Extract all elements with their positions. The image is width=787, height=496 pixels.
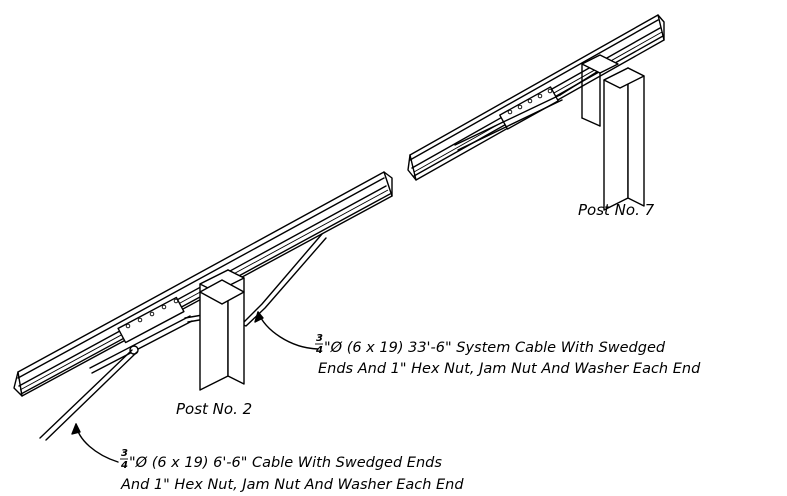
post-7	[581, 54, 645, 211]
system-cable-fraction-num: 3	[316, 333, 323, 344]
short-cable-fraction-den: 4	[120, 460, 128, 471]
short-cable-note-line-2: And 1" Hex Nut, Jam Nut And Washer Each …	[120, 477, 464, 493]
post-2-label: Post No. 2	[176, 400, 252, 418]
lower-splice-bolts	[117, 296, 185, 344]
upper-splice-bolts	[499, 86, 559, 130]
system-cable-note-line-1: "Ø (6 x 19) 33'-6" System Cable With Swe…	[324, 340, 666, 356]
short-cable-note-line-1: "Ø (6 x 19) 6'-6" Cable With Swedged End…	[129, 455, 442, 471]
system-cable-note-line-2: Ends And 1" Hex Nut, Jam Nut And Washer …	[318, 361, 701, 377]
system-cable-callout: 3 4 "Ø (6 x 19) 33'-6" System Cable With…	[315, 333, 701, 377]
post-7-label: Post No. 7	[578, 201, 655, 219]
short-cable-callout: 3 4 "Ø (6 x 19) 6'-6" Cable With Swedged…	[120, 448, 464, 493]
short-cable-fraction-num: 3	[121, 448, 128, 459]
post-2	[199, 269, 245, 391]
short-cable-leader	[75, 423, 119, 463]
system-cable-leader	[257, 311, 319, 350]
system-cable-fraction-den: 4	[315, 345, 323, 356]
